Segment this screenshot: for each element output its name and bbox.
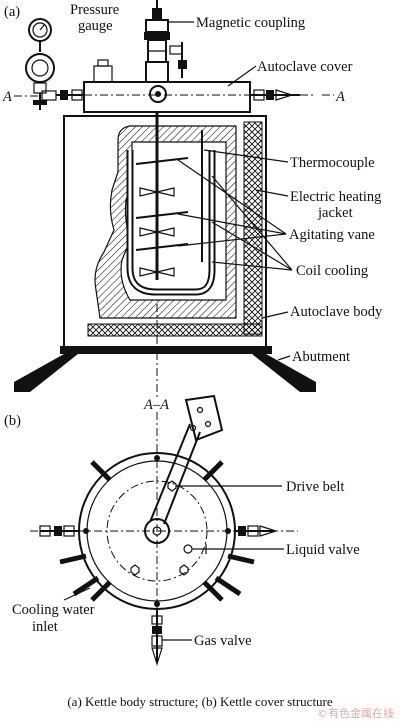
label-autoclave-body: Autoclave body (290, 304, 383, 320)
figure-caption: (a) Kettle body structure; (b) Kettle co… (67, 694, 333, 709)
label-heating-jacket-1: Electric heating (290, 189, 381, 205)
right-valve-icon (250, 89, 334, 101)
panel-b: (b) A–A (4, 394, 360, 667)
watermark: ©有色金属在线 (317, 707, 394, 720)
section-mark-right: A (335, 89, 345, 105)
stirrer-icon (135, 112, 189, 280)
label-liquid-valve: Liquid valve (286, 542, 360, 558)
label-drive-belt: Drive belt (286, 479, 344, 495)
label-agitating-vane: Agitating vane (289, 227, 375, 243)
panel-a-label: (a) (4, 4, 20, 20)
label-heating-jacket-2: jacket (317, 205, 353, 221)
label-magnetic-coupling: Magnetic coupling (196, 15, 305, 31)
section-mark-section: A–A (143, 397, 169, 413)
label-cooling-water-inlet: Cooling water inlet (12, 602, 98, 635)
liquid-valve-icon (183, 544, 207, 554)
pressure-gauge-icon (25, 18, 55, 110)
label-cooling-water-inlet-1: Cooling water (12, 602, 95, 618)
gas-valve-icon (151, 609, 163, 667)
leader-lines-b (63, 485, 284, 641)
drive-belt (144, 394, 224, 544)
left-valve-icon (41, 89, 84, 101)
label-pressure-gauge: Pressure gauge (70, 2, 123, 34)
label-thermocouple: Thermocouple (290, 155, 375, 171)
panel-b-label: (b) (4, 413, 21, 429)
autoclave-body (63, 112, 267, 349)
label-cooling-water-inlet-2: inlet (32, 619, 58, 635)
magnetic-coupling (144, 0, 187, 83)
label-coil-cooling: Coil cooling (296, 263, 368, 279)
leader-lines-a (168, 21, 293, 361)
right-fitting-icon (234, 525, 279, 537)
label-pressure-gauge-2: gauge (78, 18, 113, 34)
label-abutment: Abutment (292, 349, 350, 365)
panel-a: (a) A A (2, 0, 385, 400)
section-mark-left: A (2, 89, 12, 105)
label-heating-jacket: Electric heating jacket (290, 189, 385, 221)
label-pressure-gauge-1: Pressure (70, 2, 119, 18)
left-fitting-icon (39, 525, 80, 537)
label-gas-valve: Gas valve (194, 633, 252, 649)
label-autoclave-cover: Autoclave cover (257, 59, 353, 75)
abutment (14, 346, 316, 392)
